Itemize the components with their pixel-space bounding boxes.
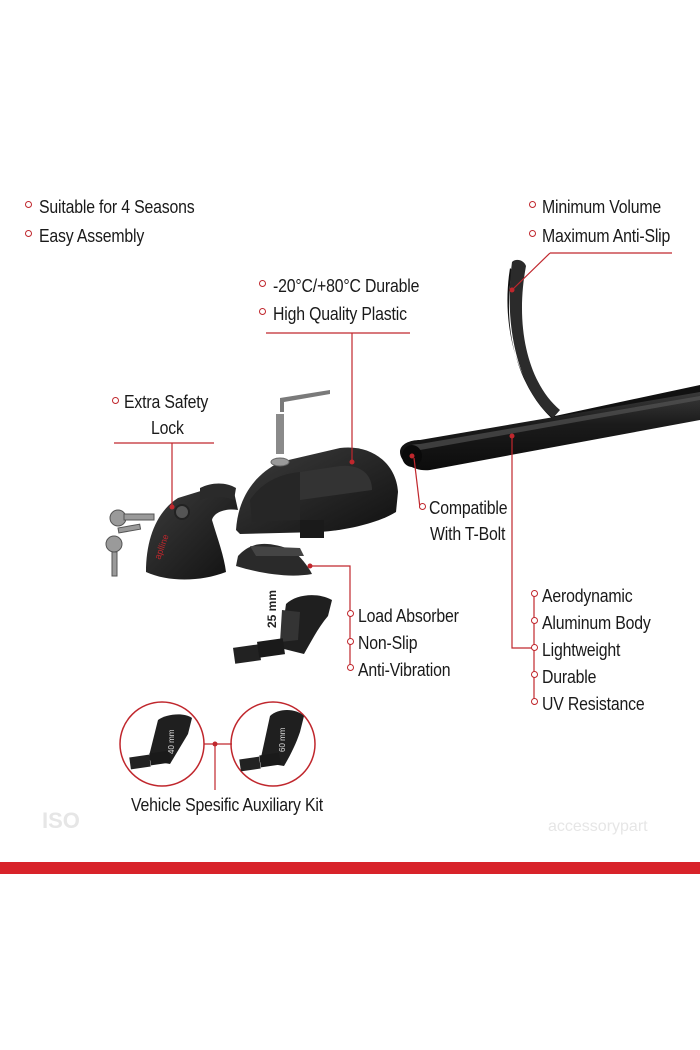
bullet-icon: [25, 230, 32, 237]
bullet-icon: [531, 590, 538, 597]
label-assembly: Easy Assembly: [39, 226, 145, 246]
bullet-icon: [531, 671, 538, 678]
bullet-icon: [531, 617, 538, 624]
adaptor-25mm: [233, 595, 332, 664]
label-load-absorber: Load Absorber: [358, 606, 459, 626]
bullet-icon: [347, 610, 354, 617]
bullet-icon: [531, 644, 538, 651]
label-tbolt-line2: With T-Bolt: [430, 524, 506, 544]
label-aerodynamic: Aerodynamic: [542, 586, 633, 606]
lock-foot: aplline: [146, 483, 238, 580]
label-temp-durable: -20°C/+80°C Durable: [273, 276, 420, 296]
label-aluminum: Aluminum Body: [542, 613, 651, 633]
dim-40mm-label: 40 mm: [167, 729, 176, 754]
aux-kit-40mm: [119, 701, 205, 787]
bullet-icon: [529, 201, 536, 208]
label-safety-line1: Extra Safety: [124, 392, 209, 412]
bullet-icon: [347, 638, 354, 645]
label-aux-kit: Vehicle Spesific Auxiliary Kit: [131, 795, 323, 815]
bullet-icon: [25, 201, 32, 208]
footer-red-band: [0, 862, 700, 874]
label-safety-line2: Lock: [151, 418, 184, 438]
label-lightweight: Lightweight: [542, 640, 621, 660]
bullet-icon: [531, 698, 538, 705]
bullet-icon: [259, 280, 266, 287]
dim-60mm-label: 60 mm: [278, 727, 287, 752]
label-seasons: Suitable for 4 Seasons: [39, 197, 195, 217]
load-absorber-pad: [236, 543, 312, 576]
main-foot: [236, 447, 398, 538]
label-min-volume: Minimum Volume: [542, 197, 662, 217]
aux-kit-60mm: [230, 701, 316, 787]
label-uv: UV Resistance: [542, 694, 645, 714]
bullet-icon: [259, 308, 266, 315]
iso-watermark: ISO: [42, 808, 80, 833]
callout-lines: [114, 252, 672, 790]
bolt-set: [270, 390, 330, 467]
label-tbolt-line1: Compatible: [429, 498, 508, 518]
label-non-slip: Non-Slip: [358, 633, 418, 653]
callout-dots: [169, 287, 515, 747]
dim-25mm-label: 25 mm: [265, 590, 279, 628]
bullet-icon: [112, 397, 119, 404]
keys-icon: [105, 509, 155, 577]
rubber-strip: [507, 259, 700, 425]
label-anti-vibration: Anti-Vibration: [358, 660, 451, 680]
label-max-antislip: Maximum Anti-Slip: [542, 226, 671, 246]
label-durable: Durable: [542, 667, 597, 687]
bullet-icon: [347, 664, 354, 671]
bullet-icon: [529, 230, 536, 237]
label-hq-plastic: High Quality Plastic: [273, 304, 407, 324]
site-watermark: accessorypart: [548, 818, 648, 835]
bullet-icon: [419, 503, 426, 510]
